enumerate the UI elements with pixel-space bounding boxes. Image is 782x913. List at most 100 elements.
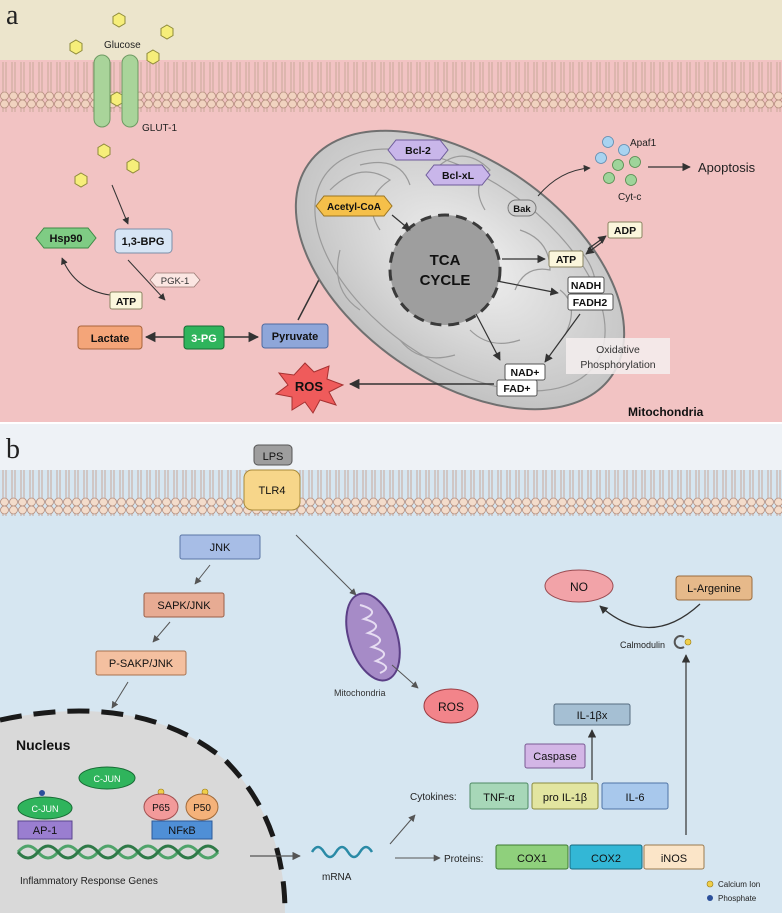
- nfkb-label: NFκB: [168, 825, 196, 837]
- cell-membrane-b: [0, 470, 782, 516]
- legend: Calcium Ion Phosphate: [706, 880, 760, 903]
- phosphate-icon: [39, 790, 45, 796]
- arrow-tlr4-to-mitochondria: [295, 534, 357, 596]
- arrow-mrna-to-cytokines: [389, 814, 416, 845]
- bpg-node: 1,3-BPG: [114, 228, 173, 254]
- p50-label: P50: [193, 803, 211, 814]
- hsp90-label: Hsp90: [49, 233, 82, 245]
- cjun-bound-label: C-JUN: [32, 804, 59, 814]
- glucose-icon: [112, 12, 126, 28]
- tlr4-label: TLR4: [259, 485, 286, 497]
- mrna-icon: [310, 845, 374, 859]
- tnfa-node: TNF-α: [469, 782, 529, 810]
- ros-node-b: ROS: [423, 688, 479, 724]
- nucleus-label: Nucleus: [16, 737, 71, 753]
- apaf1-dot: [618, 144, 630, 156]
- genes-label: Inflammatory Response Genes: [20, 876, 158, 887]
- arrow-glucose-to-bpg: [111, 184, 129, 225]
- bcl2-node: Bcl-2: [387, 139, 449, 161]
- oxphos-label-line1: Oxidative: [596, 344, 640, 356]
- glucose-icon: [97, 143, 111, 159]
- acetyl-coa-label: Acetyl-CoA: [327, 202, 381, 213]
- mrna-label: mRNA: [322, 872, 352, 883]
- calmodulin-icon: [673, 635, 692, 649]
- glut1-label: GLUT-1: [142, 123, 177, 134]
- nadh-node: NADH: [567, 276, 605, 294]
- p-sakp-jnk-label: P-SAKP/JNK: [109, 658, 174, 670]
- glucose-icon: [69, 39, 83, 55]
- arrow-mito-to-ros: [391, 664, 419, 689]
- lps-node: LPS: [253, 444, 293, 466]
- caspase-node: Caspase: [524, 743, 586, 769]
- apaf1-label: Apaf1: [630, 138, 657, 149]
- jnk-label: JNK: [210, 542, 231, 554]
- il1bx-node: IL-1βx: [553, 703, 631, 726]
- hsp90-node: Hsp90: [35, 227, 97, 249]
- il6-node: IL-6: [601, 782, 669, 810]
- pyruvate-node: Pyruvate: [261, 323, 329, 349]
- panel-b: b LPS TLR4 JNK SAPK/JNK P-SAKP/JNK: [0, 424, 782, 913]
- dna-helix: [16, 844, 220, 860]
- inos-node: iNOS: [643, 844, 705, 870]
- ros-label-b: ROS: [438, 700, 464, 714]
- atp-mito-node: ATP: [548, 250, 584, 268]
- p65-label: P65: [152, 803, 170, 814]
- arrow-atp-to-hsp90: [61, 257, 111, 296]
- no-node: NO: [544, 569, 614, 603]
- inos-label: iNOS: [661, 853, 687, 865]
- proteins-label: Proteins:: [444, 854, 483, 865]
- sapk-jnk-label: SAPK/JNK: [157, 600, 211, 612]
- bak-label: Bak: [513, 204, 531, 215]
- l-argenine-node: L-Argenine: [675, 575, 753, 601]
- arrow-adp-to-atp: [585, 241, 603, 255]
- arrow-acetylcoa-to-tca: [391, 214, 411, 231]
- mitochondria-label-a: Mitochondria: [628, 405, 704, 419]
- panel-a: a Glucose GLUT-1 Hsp90: [0, 0, 782, 422]
- legend-phosphate-label: Phosphate: [718, 894, 757, 903]
- ros-burst-a: ROS: [274, 362, 345, 414]
- pro-il1b-label: pro IL-1β: [543, 792, 587, 804]
- glucose-icon: [126, 158, 140, 174]
- tnfa-label: TNF-α: [483, 792, 515, 804]
- pg3-node: 3-PG: [183, 325, 225, 350]
- atp-glycolysis-node: ATP: [109, 291, 143, 310]
- p-sakp-jnk-node: P-SAKP/JNK: [95, 650, 187, 676]
- ros-label-a: ROS: [295, 379, 324, 394]
- bclxl-label: Bcl-xL: [442, 170, 475, 182]
- apaf1-dot: [602, 136, 614, 148]
- glut1-transporter: [93, 54, 139, 128]
- cytokines-label: Cytokines:: [410, 792, 457, 803]
- pgk1-label: PGK-1: [161, 276, 190, 287]
- fad-node: FAD+: [496, 379, 538, 397]
- tca-cycle-circle: [388, 213, 502, 327]
- sapk-jnk-node: SAPK/JNK: [143, 592, 225, 618]
- apaf1-dot: [595, 152, 607, 164]
- glucose-icon: [110, 91, 124, 107]
- nfkb-complex: P65 P50 NFκB: [143, 788, 219, 840]
- bcl2-label: Bcl-2: [405, 145, 431, 157]
- no-label: NO: [570, 580, 588, 594]
- ap1-label: AP-1: [33, 825, 57, 837]
- legend-calcium-label: Calcium Ion: [718, 880, 760, 889]
- tca-label-line2: CYCLE: [420, 272, 471, 289]
- fadh2-label: FADH2: [573, 297, 608, 309]
- arrow-nad-to-tca: [475, 313, 501, 361]
- jnk-node: JNK: [179, 534, 261, 560]
- arrow-fadh2-to-nad: [544, 313, 581, 363]
- arrow-sapk-to-psakp: [152, 621, 171, 643]
- cytc-dot: [603, 172, 615, 184]
- lactate-node: Lactate: [77, 325, 143, 350]
- bclxl-node: Bcl-xL: [425, 164, 491, 186]
- tca-label-line1: TCA: [430, 252, 461, 269]
- tlr4-node: TLR4: [243, 469, 301, 511]
- panel-a-letter: a: [6, 0, 19, 31]
- cytc-dot: [625, 174, 637, 186]
- lactate-label: Lactate: [91, 333, 130, 345]
- mitochondrion-b: [345, 592, 401, 682]
- l-argenine-label: L-Argenine: [687, 583, 741, 595]
- arrow-bpg-to-3pg: [127, 259, 166, 301]
- nad-label: NAD+: [511, 367, 540, 379]
- cjun-free-node: C-JUN: [78, 766, 136, 790]
- arrow-argenine-to-no: [599, 603, 701, 629]
- pro-il1b-node: pro IL-1β: [531, 782, 599, 810]
